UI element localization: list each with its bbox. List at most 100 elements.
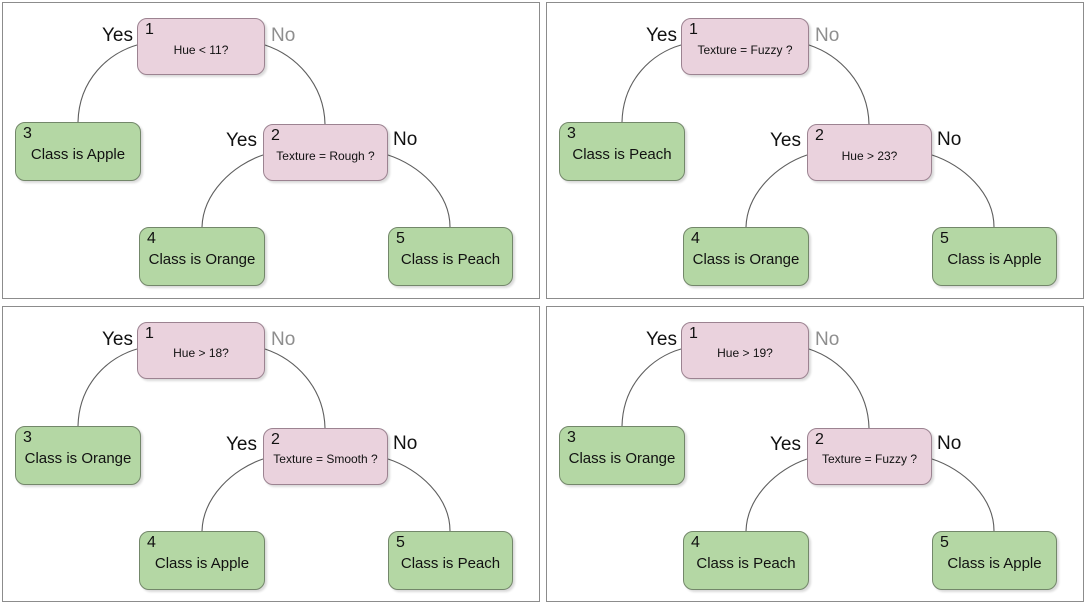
node-number: 5 [940,230,949,247]
edge-root-yes [77,44,138,123]
node-label: Class is Orange [692,251,800,268]
node-number: 4 [691,533,700,551]
node-number: 2 [271,127,280,144]
edge-root-yes [77,347,138,426]
node-number: 3 [23,428,32,446]
node-number: 3 [567,428,576,446]
edge-inner-yes [745,154,808,228]
edge-root-no [808,347,870,428]
leaf-node-3[interactable]: 3 Class is Orange [559,425,685,485]
edge-label-yes-root: Yes [102,25,133,46]
tree-edges [77,347,451,531]
decision-node-1[interactable]: 1 Hue > 18? [137,321,265,379]
edge-inner-no [387,457,451,531]
tree-panel-top-right[interactable]: Yes No Yes No 1 Texture = Fuzzy ? 2 Hue … [546,2,1084,299]
node-label: Class is Orange [568,449,676,467]
edge-label-no-inner: No [937,432,962,454]
leaf-node-5[interactable]: 5 Class is Apple [932,227,1057,286]
decision-node-2[interactable]: 2 Texture = Rough ? [263,124,388,181]
edge-label-no-root: No [815,328,840,350]
node-label: Class is Peach [572,146,672,163]
decision-node-2[interactable]: 2 Texture = Fuzzy ? [807,427,932,485]
edge-label-yes-root: Yes [646,328,677,350]
node-label: Class is Apple [947,251,1042,268]
edge-root-no [264,347,326,428]
node-number: 3 [23,125,32,142]
node-number: 2 [815,430,824,448]
decision-node-2[interactable]: 2 Hue > 23? [807,124,932,181]
leaf-node-3[interactable]: 3 Class is Peach [559,122,685,181]
decision-node-1[interactable]: 1 Hue > 19? [681,321,809,379]
edge-root-yes [621,347,682,426]
edge-label-no-inner: No [393,129,418,150]
decision-node-1[interactable]: 1 Hue < 11? [137,18,265,75]
edge-inner-no [931,457,995,531]
leaf-node-5[interactable]: 5 Class is Peach [388,227,513,286]
node-number: 4 [691,230,700,247]
tree-edges [621,347,995,531]
tree-edges [621,44,995,228]
tree-edges [77,44,451,228]
node-label: Texture = Smooth ? [273,452,378,466]
node-number: 5 [396,533,405,551]
node-number: 2 [815,127,824,144]
decision-node-1[interactable]: 1 Texture = Fuzzy ? [681,18,809,75]
node-number: 1 [689,324,698,342]
node-label: Class is Orange [148,251,256,268]
edge-label-yes-inner: Yes [770,130,801,151]
leaf-node-4[interactable]: 4 Class is Orange [139,227,265,286]
edge-label-yes-root: Yes [102,328,133,350]
node-label: Class is Apple [947,554,1042,572]
tree-panel-top-left[interactable]: Yes No Yes No 1 Hue < 11? 2 Texture = Ro… [2,2,540,299]
node-number: 3 [567,125,576,142]
node-label: Texture = Fuzzy ? [697,42,793,57]
node-number: 4 [147,230,156,247]
decision-node-2[interactable]: 2 Texture = Smooth ? [263,427,388,485]
tree-panel-bottom-right[interactable]: Yes No Yes No 1 Hue > 19? 2 Texture = Fu… [546,305,1084,602]
edge-label-no-inner: No [937,129,962,150]
tree-panel-bottom-left[interactable]: Yes No Yes No 1 Hue > 18? 2 Texture = Sm… [2,305,540,602]
node-number: 1 [145,324,154,342]
leaf-node-4[interactable]: 4 Class is Apple [139,530,265,590]
node-label: Class is Apple [154,554,250,572]
edge-label-no-root: No [271,328,296,350]
leaf-node-4[interactable]: 4 Class is Orange [683,227,809,286]
edge-label-yes-root: Yes [646,25,677,46]
node-label: Hue > 19? [717,346,773,360]
node-number: 1 [689,21,698,38]
edge-label-no-root: No [815,25,840,46]
edge-root-no [264,44,326,125]
edge-inner-no [931,154,995,228]
node-label: Class is Apple [30,146,126,163]
node-number: 4 [147,533,156,551]
leaf-node-5[interactable]: 5 Class is Peach [388,530,513,590]
node-label: Hue > 18? [173,346,229,360]
edge-label-yes-inner: Yes [226,433,257,455]
node-number: 5 [940,533,949,551]
leaf-node-3[interactable]: 3 Class is Apple [15,122,141,181]
edge-label-yes-inner: Yes [770,433,801,455]
node-label: Texture = Fuzzy ? [821,452,918,466]
edge-inner-no [387,154,451,228]
node-label: Hue > 23? [841,148,898,163]
node-number: 5 [396,230,405,247]
edge-root-no [808,44,870,125]
leaf-node-5[interactable]: 5 Class is Apple [932,530,1057,590]
leaf-node-3[interactable]: 3 Class is Orange [15,425,141,485]
edge-inner-yes [745,457,808,531]
node-label: Class is Peach [696,554,796,572]
node-number: 2 [271,430,280,448]
edge-label-no-root: No [271,25,296,46]
node-label: Class is Peach [400,251,501,268]
node-label: Class is Peach [400,554,501,572]
node-label: Class is Orange [24,449,132,467]
edge-label-no-inner: No [393,432,418,454]
node-number: 1 [145,21,154,38]
leaf-node-4[interactable]: 4 Class is Peach [683,530,809,590]
edge-label-yes-inner: Yes [226,130,257,151]
edge-inner-yes [201,154,264,228]
edge-inner-yes [201,457,264,531]
node-label: Texture = Rough ? [276,148,375,163]
node-label: Hue < 11? [173,42,229,57]
